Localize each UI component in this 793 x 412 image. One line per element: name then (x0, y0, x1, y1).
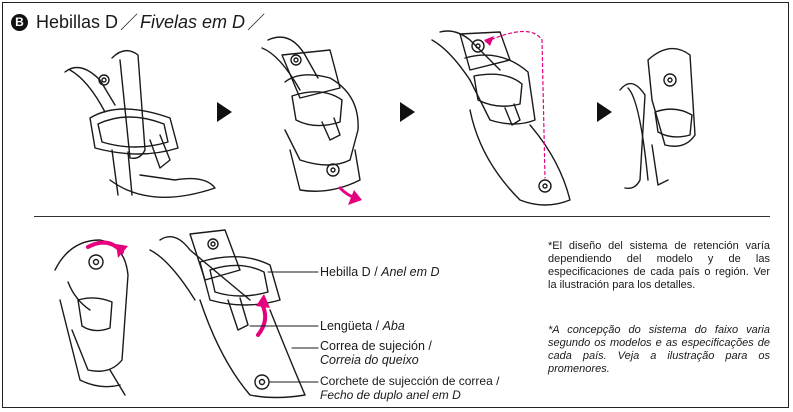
lift-arrow (256, 302, 268, 337)
label-snap-pt: Fecho de duplo anel em D (320, 388, 461, 402)
step-2-illustration (261, 36, 361, 192)
label-chin-strap-es: Correa de sujeción / (320, 339, 432, 353)
step-arrow-icon (217, 102, 232, 122)
labeled-buckle-illustration (149, 229, 306, 399)
step-arrow-icon (597, 102, 612, 122)
section-badge: B (11, 13, 28, 31)
step-3-illustration (431, 30, 571, 206)
label-tab-pt: Aba (382, 319, 405, 333)
figure-frame (2, 2, 789, 408)
label-tab: Lengüeta / Aba (320, 319, 405, 333)
step-arrow-icon (400, 102, 415, 122)
step-1-illustration (64, 50, 216, 198)
label-snap-es: Corchete de sujección de correa / (320, 374, 500, 388)
label-chin-strap-pt: Correia do queixo (320, 353, 419, 367)
label-snap: Corchete de sujección de correa / Fecho … (320, 374, 499, 402)
title-separator: ／ (120, 13, 139, 33)
title-tail: ／ (247, 13, 266, 33)
label-d-ring-pt: Anel em D (381, 265, 440, 279)
label-chin-strap: Correa de sujeción / Correia do queixo (320, 339, 432, 367)
title-es: Hebillas D (36, 11, 119, 32)
title-pt: Fivelas em D (140, 11, 246, 32)
note-es: *El diseño del sistema de retención varí… (548, 240, 770, 291)
note-pt: *A concepção do sistema do faixo varia s… (548, 324, 770, 375)
step-4-illustration (619, 47, 696, 190)
label-d-ring-es: Hebilla D (320, 265, 371, 279)
folding-illustration (54, 239, 129, 396)
label-tab-es: Lengüeta (320, 319, 373, 333)
fastening-path (485, 30, 546, 179)
figure-title: B Hebillas D／Fivelas em D／ (11, 9, 265, 35)
label-d-ring: Hebilla D / Anel em D (320, 265, 440, 279)
section-divider (34, 216, 770, 217)
